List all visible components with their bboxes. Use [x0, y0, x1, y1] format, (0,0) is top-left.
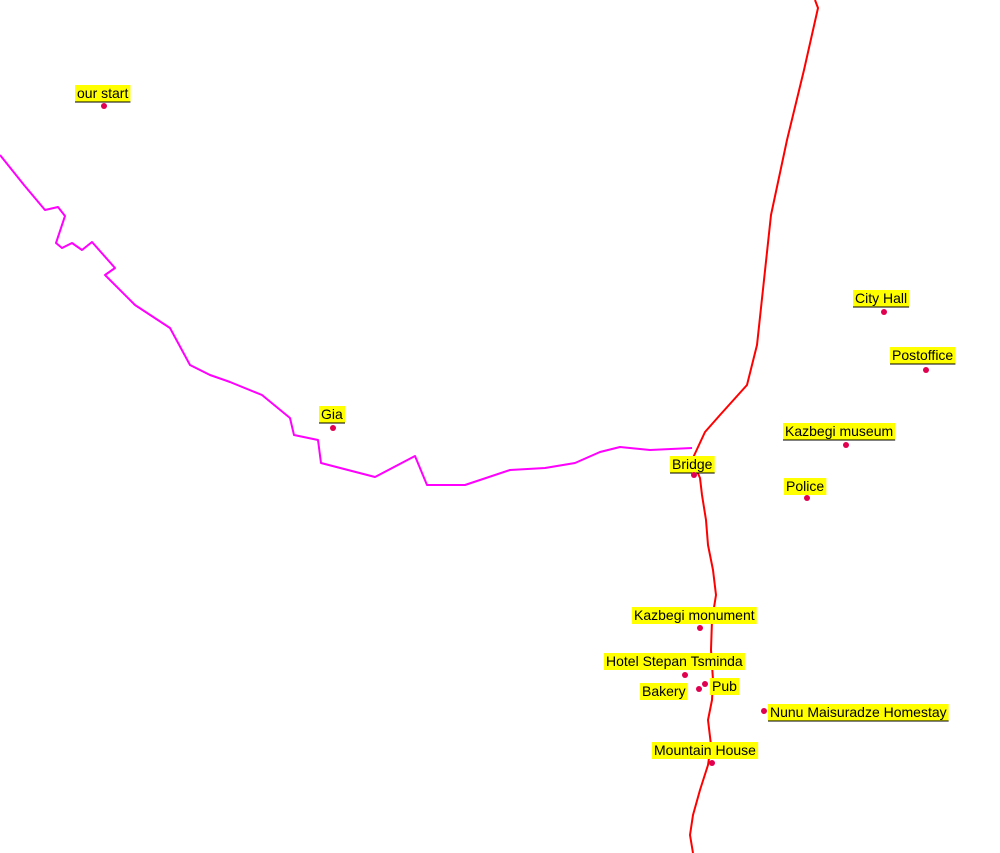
poi-kazbegi-monument[interactable]: Kazbegi monument [632, 607, 757, 631]
poi-police[interactable]: Police [784, 478, 827, 501]
poi-marker[interactable] [682, 672, 688, 678]
poi-label-background [75, 85, 131, 102]
poi-label: Bridge [672, 456, 713, 472]
poi-label: Nunu Maisuradze Homestay [770, 704, 947, 720]
poi-marker[interactable] [702, 681, 708, 687]
poi-label: Kazbegi monument [634, 607, 755, 623]
poi-marker[interactable] [881, 309, 887, 315]
poi-label-background [319, 406, 345, 423]
poi-our-start[interactable]: our start [75, 85, 131, 109]
poi-pub[interactable]: Pub [702, 678, 740, 695]
track-line[interactable] [0, 154, 693, 486]
poi-label: Bakery [642, 683, 686, 699]
poi-marker[interactable] [691, 472, 697, 478]
poi-gia[interactable]: Gia [319, 406, 345, 431]
poi-label-background [604, 653, 745, 670]
poi-nunu-maisuradze-homestay[interactable]: Nunu Maisuradze Homestay [761, 704, 949, 722]
poi-label-background [632, 607, 757, 624]
poi-label-background [784, 478, 827, 495]
poi-label: our start [77, 85, 128, 101]
poi-label-background [710, 678, 740, 695]
poi-bridge[interactable]: Bridge [670, 456, 715, 478]
poi-label: Pub [712, 678, 737, 694]
poi-marker[interactable] [804, 495, 810, 501]
poi-label-background [640, 683, 688, 700]
poi-label-background [853, 290, 910, 307]
poi-label: Police [786, 478, 824, 494]
poi-postoffice[interactable]: Postoffice [890, 347, 956, 373]
poi-marker[interactable] [696, 686, 702, 692]
poi-marker[interactable] [330, 425, 336, 431]
poi-label-background [670, 456, 715, 473]
poi-label: Gia [321, 406, 343, 422]
poi-city-hall[interactable]: City Hall [853, 290, 910, 315]
poi-label: City Hall [855, 290, 907, 306]
poi-label: Hotel Stepan Tsminda [606, 653, 743, 669]
poi-label: Postoffice [892, 347, 953, 363]
poi-label-background [652, 742, 759, 759]
poi-mountain-house[interactable]: Mountain House [652, 742, 759, 766]
poi-kazbegi-museum[interactable]: Kazbegi museum [783, 423, 896, 448]
poi-label-background [783, 423, 896, 440]
poi-marker[interactable] [923, 367, 929, 373]
poi-marker[interactable] [843, 442, 849, 448]
poi-label: Mountain House [654, 742, 756, 758]
poi-label-background [890, 347, 956, 364]
poi-bakery[interactable]: Bakery [640, 683, 702, 700]
poi-label-background [768, 704, 949, 721]
poi-label: Kazbegi museum [785, 423, 893, 439]
poi-marker[interactable] [697, 625, 703, 631]
poi-hotel-stepan-tsminda[interactable]: Hotel Stepan Tsminda [604, 653, 745, 678]
poi-marker[interactable] [709, 760, 715, 766]
poi-marker[interactable] [761, 708, 767, 714]
poi-marker[interactable] [101, 103, 107, 109]
